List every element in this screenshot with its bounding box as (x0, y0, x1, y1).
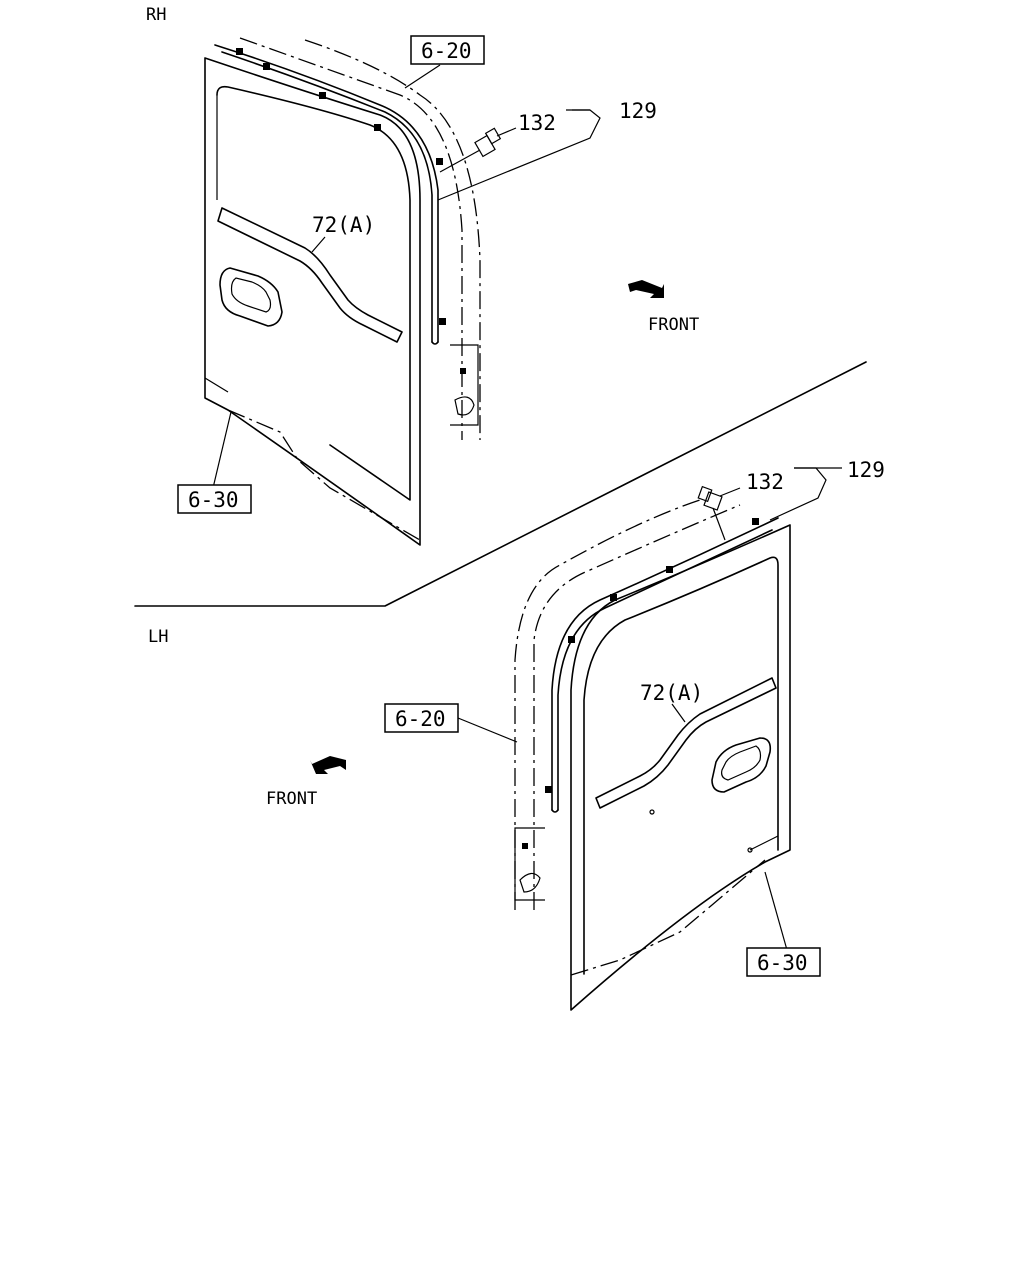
rh-front-arrow-icon (628, 280, 664, 298)
rh-grommet-132 (439, 127, 502, 173)
rh-leader-72a (311, 236, 326, 253)
rh-body-outline (227, 37, 481, 541)
rh-label: RH (146, 5, 166, 25)
lh-door-handle (711, 737, 772, 793)
lh-leader-72a (671, 703, 686, 723)
rh-door-handle (219, 267, 283, 327)
rh-part-129: 129 (619, 99, 657, 123)
lh-leader-132 (719, 487, 741, 497)
lh-part-129: 129 (847, 458, 885, 482)
rh-leader-132 (496, 127, 517, 137)
lh-door-panel (545, 517, 791, 1011)
rh-part-132: 132 (518, 111, 556, 135)
lh-ref-box-top (384, 703, 459, 733)
lh-leader-630 (764, 871, 788, 951)
lh-leader-620 (457, 717, 518, 743)
rh-door-panel (204, 44, 446, 546)
rh-ref-box-top (410, 35, 485, 65)
lh-clips (545, 518, 759, 793)
rh-clips (236, 48, 446, 325)
rh-ref-bottom: 6-30 (188, 488, 239, 512)
rh-ref-box-bottom (177, 484, 252, 514)
lh-ref-top: 6-20 (395, 707, 446, 731)
lh-grommet-132 (697, 485, 726, 541)
rh-section: RH (146, 5, 699, 546)
rh-front-label: FRONT (648, 315, 699, 335)
lh-front-arrow-icon (310, 756, 346, 774)
rh-part-72a: 72(A) (312, 213, 375, 237)
rh-leader-630 (212, 411, 232, 489)
lh-part-132: 132 (746, 470, 784, 494)
lh-label: LH (148, 627, 168, 647)
lh-section: LH (148, 458, 885, 1011)
section-divider (134, 361, 867, 607)
lh-ref-bottom: 6-30 (757, 951, 808, 975)
lh-part-72a: 72(A) (640, 681, 703, 705)
lh-body-outline (514, 499, 766, 976)
lh-front-label: FRONT (266, 789, 317, 809)
rh-ref-top: 6-20 (421, 39, 472, 63)
lh-ref-box-bottom (746, 947, 821, 977)
rh-leader-620 (404, 64, 441, 89)
